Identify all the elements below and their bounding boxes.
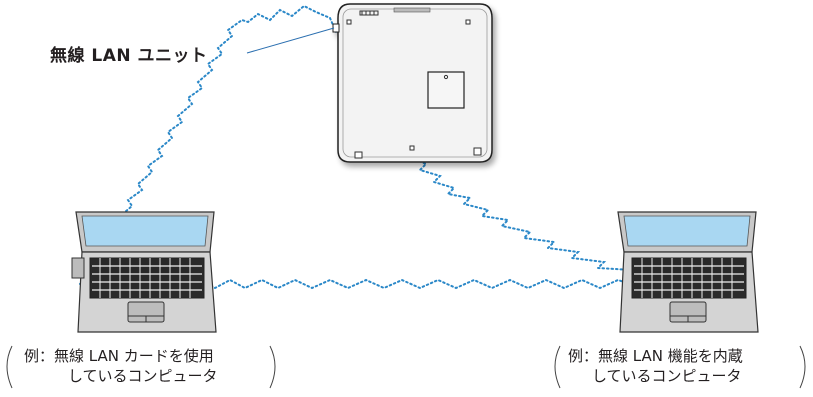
right-caption-line1: 例：無線 LAN 機能を内蔵 [568, 347, 743, 365]
laptop-right [617, 211, 759, 333]
laptop-left [71, 211, 217, 333]
wireless-lan-unit-label: 無線 LAN ユニット [50, 46, 208, 66]
wireless-lan-unit-device [332, 3, 493, 163]
left-caption-line2: しているコンピュータ [68, 367, 218, 385]
right-caption-line2: しているコンピュータ [592, 367, 742, 385]
wireless-lan-card [71, 257, 85, 279]
signal-left-to-unit [79, 4, 337, 285]
label-leader-line [246, 27, 335, 54]
left-caption-line1: 例：無線 LAN カードを使用 [24, 347, 214, 365]
right-computer-caption: 例：無線 LAN 機能を内蔵 しているコンピュータ [554, 346, 813, 386]
left-computer-caption: 例：無線 LAN カードを使用 しているコンピュータ [10, 346, 294, 386]
caption-brackets [6, 345, 806, 389]
